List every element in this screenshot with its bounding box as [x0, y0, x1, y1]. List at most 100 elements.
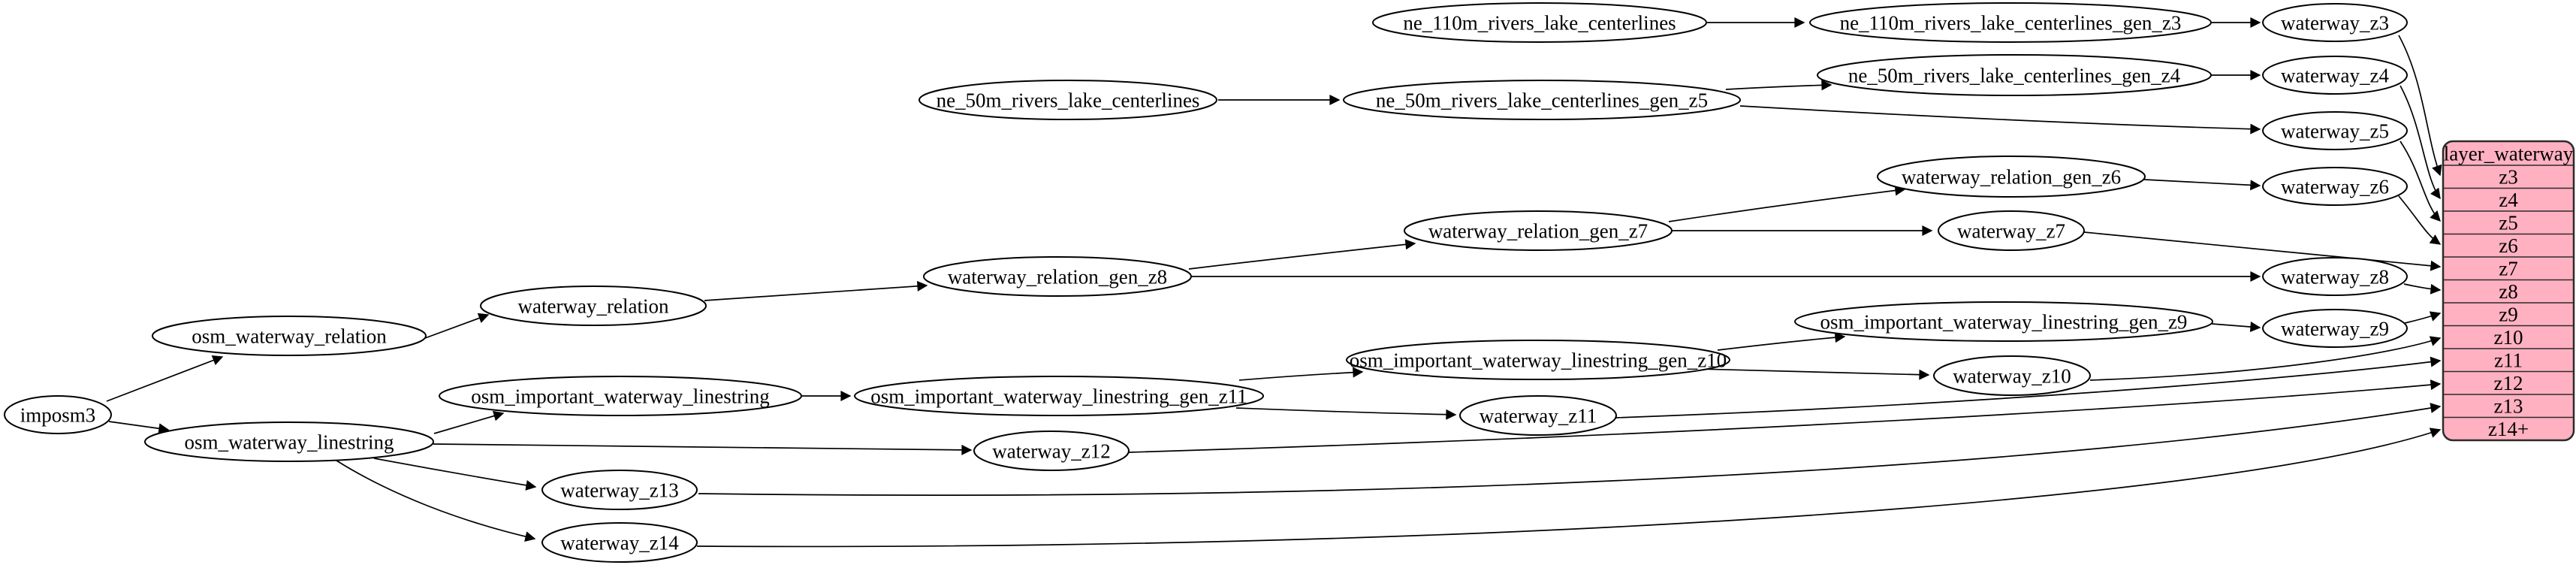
edge-waterway_relation_gen_z8-to-waterway_relation_gen_z7 — [1188, 239, 1416, 270]
node-shape-imposm3 — [4, 395, 112, 434]
node-label-ne_110m_rivers_lake_centerlines: ne_110m_rivers_lake_centerlines — [1403, 11, 1676, 34]
edge-layer — [106, 17, 2442, 548]
table-row-z5: z5 — [2499, 212, 2517, 234]
node-shape-ne_110m_rivers_lake_centerlines_gen_z3 — [1809, 2, 2212, 43]
node-imposm3: imposm3 — [4, 395, 112, 434]
node-waterway_relation_gen_z6: waterway_relation_gen_z6 — [1877, 156, 2146, 198]
edge-waterway_z14-to-layer_waterway.z14+ — [696, 428, 2442, 548]
node-shape-ne_50m_rivers_lake_centerlines_gen_z5 — [1343, 80, 1741, 120]
node-label-osm_important_waterway_linestring_gen_z11: osm_important_waterway_linestring_gen_z1… — [870, 385, 1247, 407]
node-ne_50m_rivers_lake_centerlines_gen_z4: ne_50m_rivers_lake_centerlines_gen_z4 — [1817, 54, 2212, 96]
node-shape-osm_important_waterway_linestring_gen_z10 — [1346, 340, 1730, 380]
node-shape-waterway_z10 — [1933, 355, 2091, 396]
table-row-z6: z6 — [2499, 234, 2517, 257]
table-row-z10: z10 — [2494, 326, 2523, 349]
node-label-ne_110m_rivers_lake_centerlines_gen_z3: ne_110m_rivers_lake_centerlines_gen_z3 — [1840, 11, 2182, 34]
node-osm_waterway_linestring: osm_waterway_linestring — [144, 421, 434, 462]
node-waterway_z14: waterway_z14 — [541, 522, 698, 563]
edge-waterway_z10-to-layer_waterway.z10 — [2089, 336, 2442, 381]
node-shape-osm_waterway_relation — [152, 316, 427, 356]
node-waterway_z7: waterway_z7 — [1938, 210, 2085, 251]
node-label-waterway_relation: waterway_relation — [518, 295, 669, 317]
node-shape-waterway_z9 — [2262, 309, 2408, 348]
edge-imposm3-to-osm_waterway_linestring — [108, 421, 170, 434]
node-label-waterway_z10: waterway_z10 — [1953, 364, 2071, 387]
node-label-waterway_z3: waterway_z3 — [2281, 11, 2389, 34]
node-waterway_z6: waterway_z6 — [2262, 167, 2408, 206]
node-waterway_z9: waterway_z9 — [2262, 309, 2408, 348]
node-shape-waterway_z6 — [2262, 167, 2408, 206]
table-row-z14+: z14+ — [2488, 418, 2529, 440]
node-label-imposm3: imposm3 — [20, 403, 96, 426]
node-label-osm_waterway_linestring: osm_waterway_linestring — [185, 431, 394, 453]
edge-osm_important_waterway_linestring_gen_z11-to-osm_important_waterway_linestring_gen_z10 — [1238, 367, 1364, 381]
edge-waterway_z7-to-layer_waterway.z7 — [2083, 231, 2442, 271]
node-shape-waterway_z14 — [541, 522, 698, 563]
table-body-layer_waterway — [2442, 140, 2575, 442]
table-row-z3: z3 — [2499, 166, 2517, 189]
edge-osm_waterway_relation-to-waterway_relation — [424, 313, 490, 339]
node-shape-waterway_relation_gen_z7 — [1404, 210, 1673, 251]
table-row-z4: z4 — [2499, 189, 2518, 211]
node-label-waterway_z12: waterway_z12 — [992, 440, 1110, 462]
edge-waterway_z11-to-layer_waterway.z11 — [1615, 356, 2442, 418]
edge-osm_important_waterway_linestring_gen_z10-to-osm_important_waterway_linestring_gen_z9 — [1717, 332, 1846, 351]
edge-osm_waterway_linestring-to-waterway_z12 — [433, 443, 973, 455]
edge-waterway_relation-to-waterway_relation_gen_z8 — [704, 280, 928, 301]
node-waterway_relation_gen_z7: waterway_relation_gen_z7 — [1404, 210, 1673, 251]
node-label-waterway_relation_gen_z8: waterway_relation_gen_z8 — [948, 265, 1167, 288]
node-label-waterway_z11: waterway_z11 — [1480, 404, 1597, 427]
node-waterway_z13: waterway_z13 — [541, 470, 698, 510]
node-label-waterway_z5: waterway_z5 — [2281, 119, 2389, 142]
node-waterway_relation_gen_z8: waterway_relation_gen_z8 — [923, 256, 1192, 297]
edge-waterway_relation_gen_z6-to-waterway_z6 — [2143, 179, 2261, 191]
edge-waterway_relation_gen_z7-to-waterway_relation_gen_z6 — [1668, 185, 1906, 222]
edge-osm_important_waterway_linestring_gen_z10-to-waterway_z10 — [1697, 368, 1930, 380]
node-label-waterway_z6: waterway_z6 — [2281, 175, 2389, 198]
edge-waterway_z8-to-layer_waterway.z8 — [2403, 283, 2442, 295]
node-waterway_z10: waterway_z10 — [1933, 355, 2091, 396]
table-row-z12: z12 — [2494, 372, 2523, 394]
node-shape-waterway_z12 — [973, 431, 1130, 471]
node-label-osm_waterway_relation: osm_waterway_relation — [192, 325, 387, 347]
table-row-z13: z13 — [2494, 395, 2523, 418]
node-ne_50m_rivers_lake_centerlines: ne_50m_rivers_lake_centerlines — [918, 80, 1217, 120]
node-ne_110m_rivers_lake_centerlines: ne_110m_rivers_lake_centerlines — [1372, 2, 1707, 43]
node-waterway_z5: waterway_z5 — [2262, 111, 2408, 150]
node-waterway_relation: waterway_relation — [480, 286, 707, 326]
node-osm_important_waterway_linestring_gen_z11: osm_important_waterway_linestring_gen_z1… — [854, 376, 1264, 416]
node-label-ne_50m_rivers_lake_centerlines_gen_z4: ne_50m_rivers_lake_centerlines_gen_z4 — [1848, 64, 2181, 86]
table-row-z7: z7 — [2499, 258, 2517, 280]
node-osm_important_waterway_linestring_gen_z9: osm_important_waterway_linestring_gen_z9 — [1794, 301, 2213, 342]
node-osm_waterway_relation: osm_waterway_relation — [152, 316, 427, 356]
node-label-osm_important_waterway_linestring_gen_z10: osm_important_waterway_linestring_gen_z1… — [1350, 349, 1727, 371]
node-shape-waterway_relation_gen_z6 — [1877, 156, 2146, 198]
node-ne_50m_rivers_lake_centerlines_gen_z5: ne_50m_rivers_lake_centerlines_gen_z5 — [1343, 80, 1741, 120]
edge-osm_waterway_linestring-to-waterway_z13 — [373, 458, 537, 491]
node-shape-osm_waterway_linestring — [144, 421, 434, 462]
node-label-waterway_z8: waterway_z8 — [2281, 265, 2389, 288]
table-row-z9: z9 — [2499, 304, 2517, 326]
node-label-waterway_z4: waterway_z4 — [2281, 64, 2389, 86]
node-shape-waterway_z8 — [2262, 257, 2408, 296]
node-waterway_z8: waterway_z8 — [2262, 257, 2408, 296]
edge-osm_waterway_linestring-to-osm_important_waterway_linestring — [433, 410, 505, 434]
node-label-waterway_z9: waterway_z9 — [2281, 317, 2389, 340]
node-shape-waterway_z5 — [2262, 111, 2408, 150]
node-waterway_z4: waterway_z4 — [2262, 56, 2408, 95]
edge-waterway_z3-to-layer_waterway.z3 — [2398, 35, 2442, 177]
table-layer_waterway: layer_waterwayz3z4z5z6z7z8z9z10z11z12z13… — [2442, 140, 2575, 442]
node-label-ne_50m_rivers_lake_centerlines: ne_50m_rivers_lake_centerlines — [937, 89, 1200, 111]
node-shape-waterway_z13 — [541, 470, 698, 510]
edge-waterway_z13-to-layer_waterway.z13 — [698, 403, 2442, 496]
edge-waterway_z4-to-layer_waterway.z4 — [2400, 85, 2441, 200]
edge-waterway_z9-to-layer_waterway.z9 — [2404, 311, 2442, 324]
node-shape-osm_important_waterway_linestring_gen_z9 — [1794, 301, 2213, 342]
edge-waterway_z12-to-layer_waterway.z12 — [1128, 379, 2442, 453]
edge-waterway_z5-to-layer_waterway.z5 — [2400, 140, 2441, 222]
node-waterway_z3: waterway_z3 — [2262, 3, 2408, 42]
node-shape-ne_50m_rivers_lake_centerlines — [918, 80, 1217, 120]
edge-osm_waterway_linestring-to-waterway_z14 — [336, 460, 536, 542]
node-label-waterway_z14: waterway_z14 — [560, 531, 679, 554]
